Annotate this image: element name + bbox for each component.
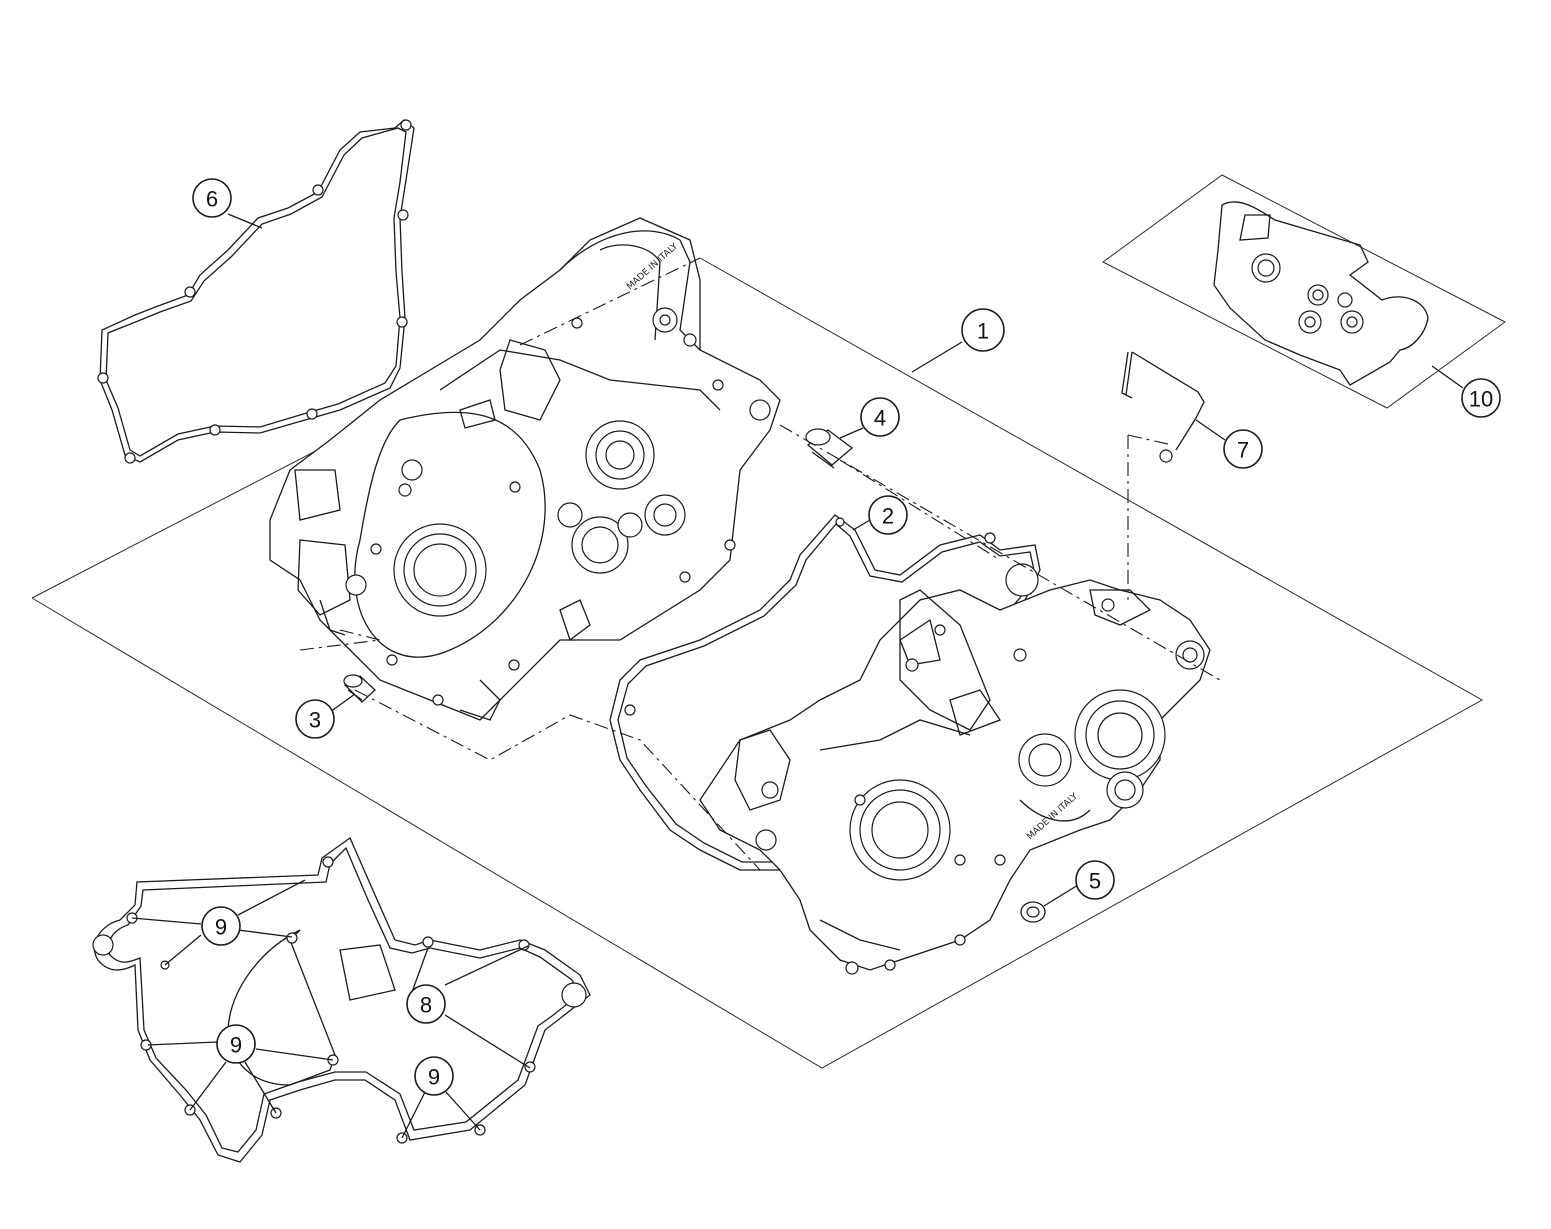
callout-8: 8 [406, 984, 446, 1024]
callout-4: 4 [860, 397, 900, 437]
callout-9-middle: 9 [216, 1024, 256, 1064]
callout-6: 6 [192, 178, 232, 218]
svg-text:9: 9 [230, 1033, 242, 1058]
gasket-cylinder-base [92, 837, 591, 1163]
callout-2: 2 [868, 495, 908, 535]
clip-7 [1121, 351, 1205, 463]
svg-text:3: 3 [309, 708, 321, 733]
svg-text:9: 9 [215, 915, 227, 940]
svg-text:8: 8 [420, 993, 432, 1018]
svg-text:4: 4 [874, 406, 886, 431]
alignment-lines [299, 257, 1221, 871]
bushing-3 [343, 674, 376, 703]
callout-9-bottom: 9 [414, 1056, 454, 1096]
gasket-crankcase-center [609, 514, 1041, 871]
svg-text:7: 7 [1237, 438, 1249, 463]
svg-text:1: 1 [977, 319, 989, 344]
gasket-set-panel [1102, 174, 1506, 409]
svg-text:5: 5 [1089, 869, 1101, 894]
svg-text:10: 10 [1469, 387, 1493, 412]
bushing-4 [805, 428, 854, 469]
callout-5: 5 [1075, 860, 1115, 900]
gasket-clutch-cover [97, 119, 415, 464]
seal-5 [1020, 901, 1046, 923]
svg-text:9: 9 [428, 1065, 440, 1090]
callout-9-top: 9 [201, 906, 241, 946]
callout-3: 3 [295, 699, 335, 739]
svg-text:6: 6 [206, 187, 218, 212]
leader-lines [131, 213, 1464, 1139]
callout-10: 10 [1461, 378, 1501, 418]
callout-7: 7 [1223, 429, 1263, 469]
svg-text:2: 2 [882, 504, 894, 529]
right-crankcase-half: MADE IN ITALY [699, 579, 1211, 975]
callout-1: 1 [961, 308, 1005, 352]
left-crankcase-half: MADE IN ITALY [269, 217, 781, 721]
